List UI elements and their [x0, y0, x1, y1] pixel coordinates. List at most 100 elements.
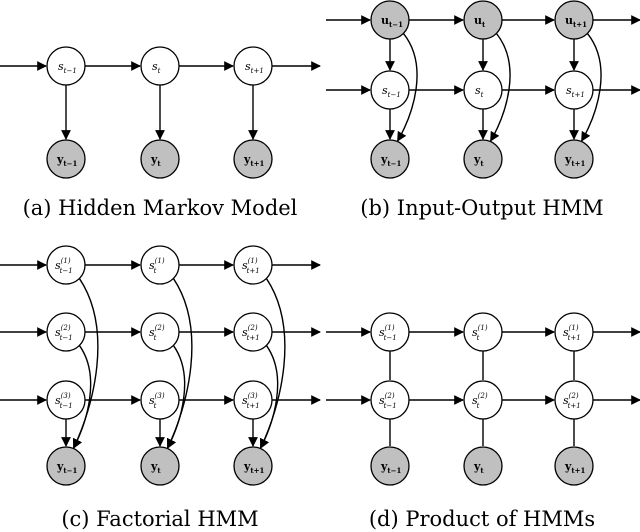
node-label: yt−1 — [56, 153, 78, 168]
edges-layer — [0, 15, 640, 449]
node-circle — [140, 46, 180, 86]
node-a-y-cur: yt — [140, 139, 180, 179]
node-circle — [370, 380, 410, 420]
node-label: s(2)t — [149, 324, 165, 342]
node-circle — [233, 245, 273, 285]
node-a-s-next: st+1 — [233, 46, 273, 86]
node-c-s1-prev: s(1)t−1 — [46, 245, 86, 285]
node-label: yt+1 — [243, 460, 265, 475]
node-circle — [46, 139, 86, 179]
node-circle — [554, 446, 594, 486]
node-c-s3-cur: s(3)t — [140, 380, 180, 420]
node-b-y-cur: yt — [463, 139, 503, 179]
node-label: s(2)t+1 — [563, 392, 581, 410]
caption-hmm: (a) Hidden Markov Model — [23, 196, 298, 220]
node-label: s(3)t−1 — [55, 392, 73, 410]
node-c-y-cur: yt — [140, 446, 180, 486]
node-label: yt−1 — [380, 153, 402, 168]
nodes-layer: st−1 yt−1 st yt st+1 yt+1 ut−1 st−1 yt−1 ut st yt ut… — [46, 0, 594, 486]
node-d-s2-next: s(2)t+1 — [554, 380, 594, 420]
node-circle — [554, 139, 594, 179]
node-label: yt+1 — [564, 153, 586, 168]
node-label: s(1)t+1 — [242, 257, 260, 275]
node-c-s3-prev: s(3)t−1 — [46, 380, 86, 420]
node-b-s-cur: st — [463, 70, 503, 110]
node-label: st+1 — [245, 60, 264, 75]
node-label: yt — [473, 153, 484, 168]
node-label: s(1)t — [149, 257, 165, 275]
node-d-s2-cur: s(2)t — [463, 380, 503, 420]
node-circle — [233, 312, 273, 352]
node-b-s-prev: st−1 — [370, 70, 410, 110]
node-a-s-cur: st — [140, 46, 180, 86]
node-label: s(1)t+1 — [563, 324, 581, 342]
node-c-s2-cur: s(2)t — [140, 312, 180, 352]
node-circle — [233, 446, 273, 486]
node-circle — [554, 312, 594, 352]
node-c-s1-cur: s(1)t — [140, 245, 180, 285]
node-c-s2-prev: s(2)t−1 — [46, 312, 86, 352]
node-label: yt — [473, 460, 484, 475]
fhmm-emission-1 — [72, 277, 99, 449]
node-circle — [140, 245, 180, 285]
node-d-y-cur: yt — [463, 446, 503, 486]
node-circle — [140, 446, 180, 486]
node-d-s2-prev: s(2)t−1 — [370, 380, 410, 420]
node-label: s(1)t−1 — [55, 257, 73, 275]
node-c-s2-next: s(2)t+1 — [233, 312, 273, 352]
node-circle — [463, 446, 503, 486]
node-a-y-next: yt+1 — [233, 139, 273, 179]
node-circle — [233, 380, 273, 420]
node-circle — [233, 139, 273, 179]
fhmm-emission-1 — [259, 277, 286, 449]
node-circle — [463, 380, 503, 420]
node-b-u-prev: ut−1 — [370, 0, 410, 40]
node-circle — [370, 312, 410, 352]
node-d-s1-cur: s(1)t — [463, 312, 503, 352]
node-label: ut+1 — [565, 14, 587, 29]
node-d-s1-next: s(1)t+1 — [554, 312, 594, 352]
node-a-y-prev: yt−1 — [46, 139, 86, 179]
node-c-y-next: yt+1 — [233, 446, 273, 486]
node-label: st−1 — [58, 60, 77, 75]
node-d-y-prev: yt−1 — [370, 446, 410, 486]
node-label: st — [475, 84, 484, 99]
node-label: yt+1 — [243, 153, 265, 168]
node-circle — [140, 380, 180, 420]
node-circle — [370, 446, 410, 486]
node-label: s(2)t−1 — [379, 392, 397, 410]
node-label: s(3)t+1 — [242, 392, 260, 410]
node-label: s(2)t−1 — [55, 324, 73, 342]
node-d-s1-prev: s(1)t−1 — [370, 312, 410, 352]
node-label: st — [152, 60, 161, 75]
node-a-s-prev: st−1 — [46, 46, 86, 86]
node-b-s-next: st+1 — [554, 70, 594, 110]
node-label: s(3)t — [149, 392, 165, 410]
node-circle — [463, 312, 503, 352]
node-circle — [463, 70, 503, 110]
node-circle — [554, 0, 594, 40]
node-label: yt — [150, 460, 161, 475]
node-b-u-next: ut+1 — [554, 0, 594, 40]
caption-product-of-hmms: (d) Product of HMMs — [369, 507, 595, 531]
node-circle — [233, 46, 273, 86]
iohmm-input-to-output — [396, 32, 418, 142]
node-circle — [554, 70, 594, 110]
node-label: yt−1 — [380, 460, 402, 475]
caption-factorial-hmm: (c) Factorial HMM — [61, 507, 258, 531]
node-label: yt−1 — [56, 460, 78, 475]
node-circle — [463, 0, 503, 40]
node-circle — [46, 380, 86, 420]
node-b-y-prev: yt−1 — [370, 139, 410, 179]
node-circle — [370, 0, 410, 40]
node-label: yt+1 — [564, 460, 586, 475]
iohmm-input-to-output — [489, 32, 511, 142]
fhmm-emission-1 — [166, 277, 193, 449]
node-circle — [46, 245, 86, 285]
node-label: ut — [474, 14, 486, 29]
node-label: s(1)t−1 — [379, 324, 397, 342]
node-label: s(2)t+1 — [242, 324, 260, 342]
node-b-u-cur: ut — [463, 0, 503, 40]
node-circle — [140, 139, 180, 179]
